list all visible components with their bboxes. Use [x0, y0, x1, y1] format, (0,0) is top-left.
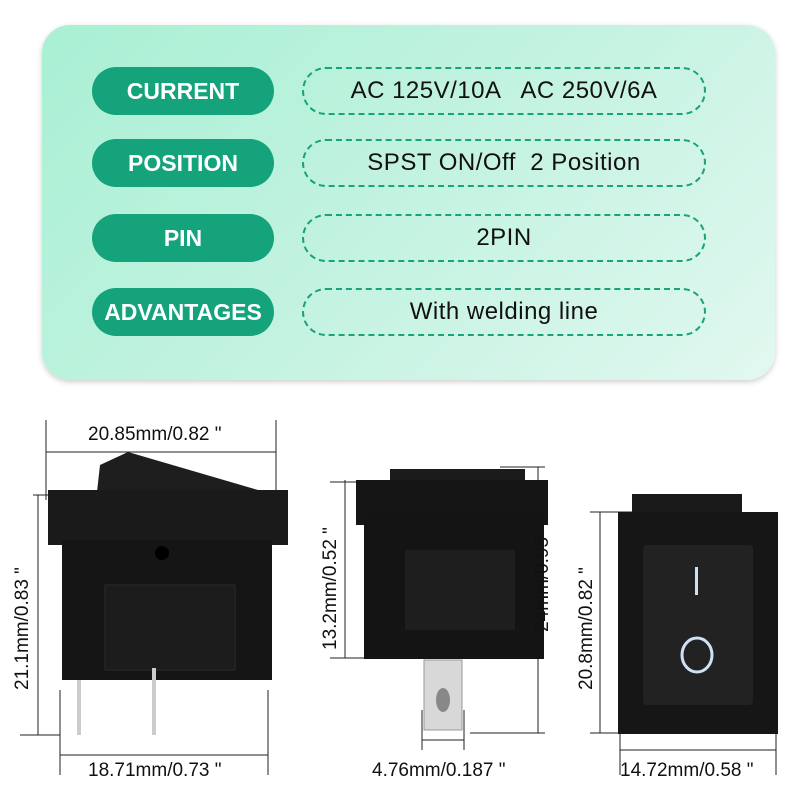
dim-side-body: 13.2mm/0.52 ": [320, 527, 341, 650]
side-switch: [356, 469, 548, 731]
spec-label: POSITION: [92, 139, 274, 187]
front-switch: [48, 452, 288, 735]
top-switch: [618, 494, 778, 734]
dim-side-total: 24mm/0.95 ": [532, 524, 553, 632]
dim-top-width: 14.72mm/0.58 ": [620, 760, 754, 781]
dim-front-height: 21.1mm/0.83 ": [12, 567, 33, 690]
spec-value: With welding line: [302, 288, 706, 336]
dim-front-base: 18.71mm/0.73 ": [88, 760, 222, 781]
spec-label: CURRENT: [92, 67, 274, 115]
spec-row-current: CURRENT AC 125V/10A AC 250V/6A: [92, 67, 707, 117]
spec-row-pin: PIN 2PIN: [92, 214, 707, 264]
spec-row-position: POSITION SPST ON/Off 2 Position: [92, 139, 707, 189]
spec-panel: CURRENT AC 125V/10A AC 250V/6A POSITION …: [42, 25, 775, 380]
off-mark-icon: [680, 636, 714, 674]
dim-top-height: 20.8mm/0.82 ": [576, 567, 597, 690]
spec-value: AC 125V/10A AC 250V/6A: [302, 67, 706, 115]
dim-terminal: 4.76mm/0.187 ": [372, 760, 506, 781]
spec-value: SPST ON/Off 2 Position: [302, 139, 706, 187]
spec-value: 2PIN: [302, 214, 706, 262]
on-mark-icon: [695, 567, 698, 595]
spec-label: ADVANTAGES: [92, 288, 274, 336]
spec-row-advantages: ADVANTAGES With welding line: [92, 288, 707, 338]
spec-label: PIN: [92, 214, 274, 262]
dim-front-width: 20.85mm/0.82 ": [88, 424, 222, 445]
